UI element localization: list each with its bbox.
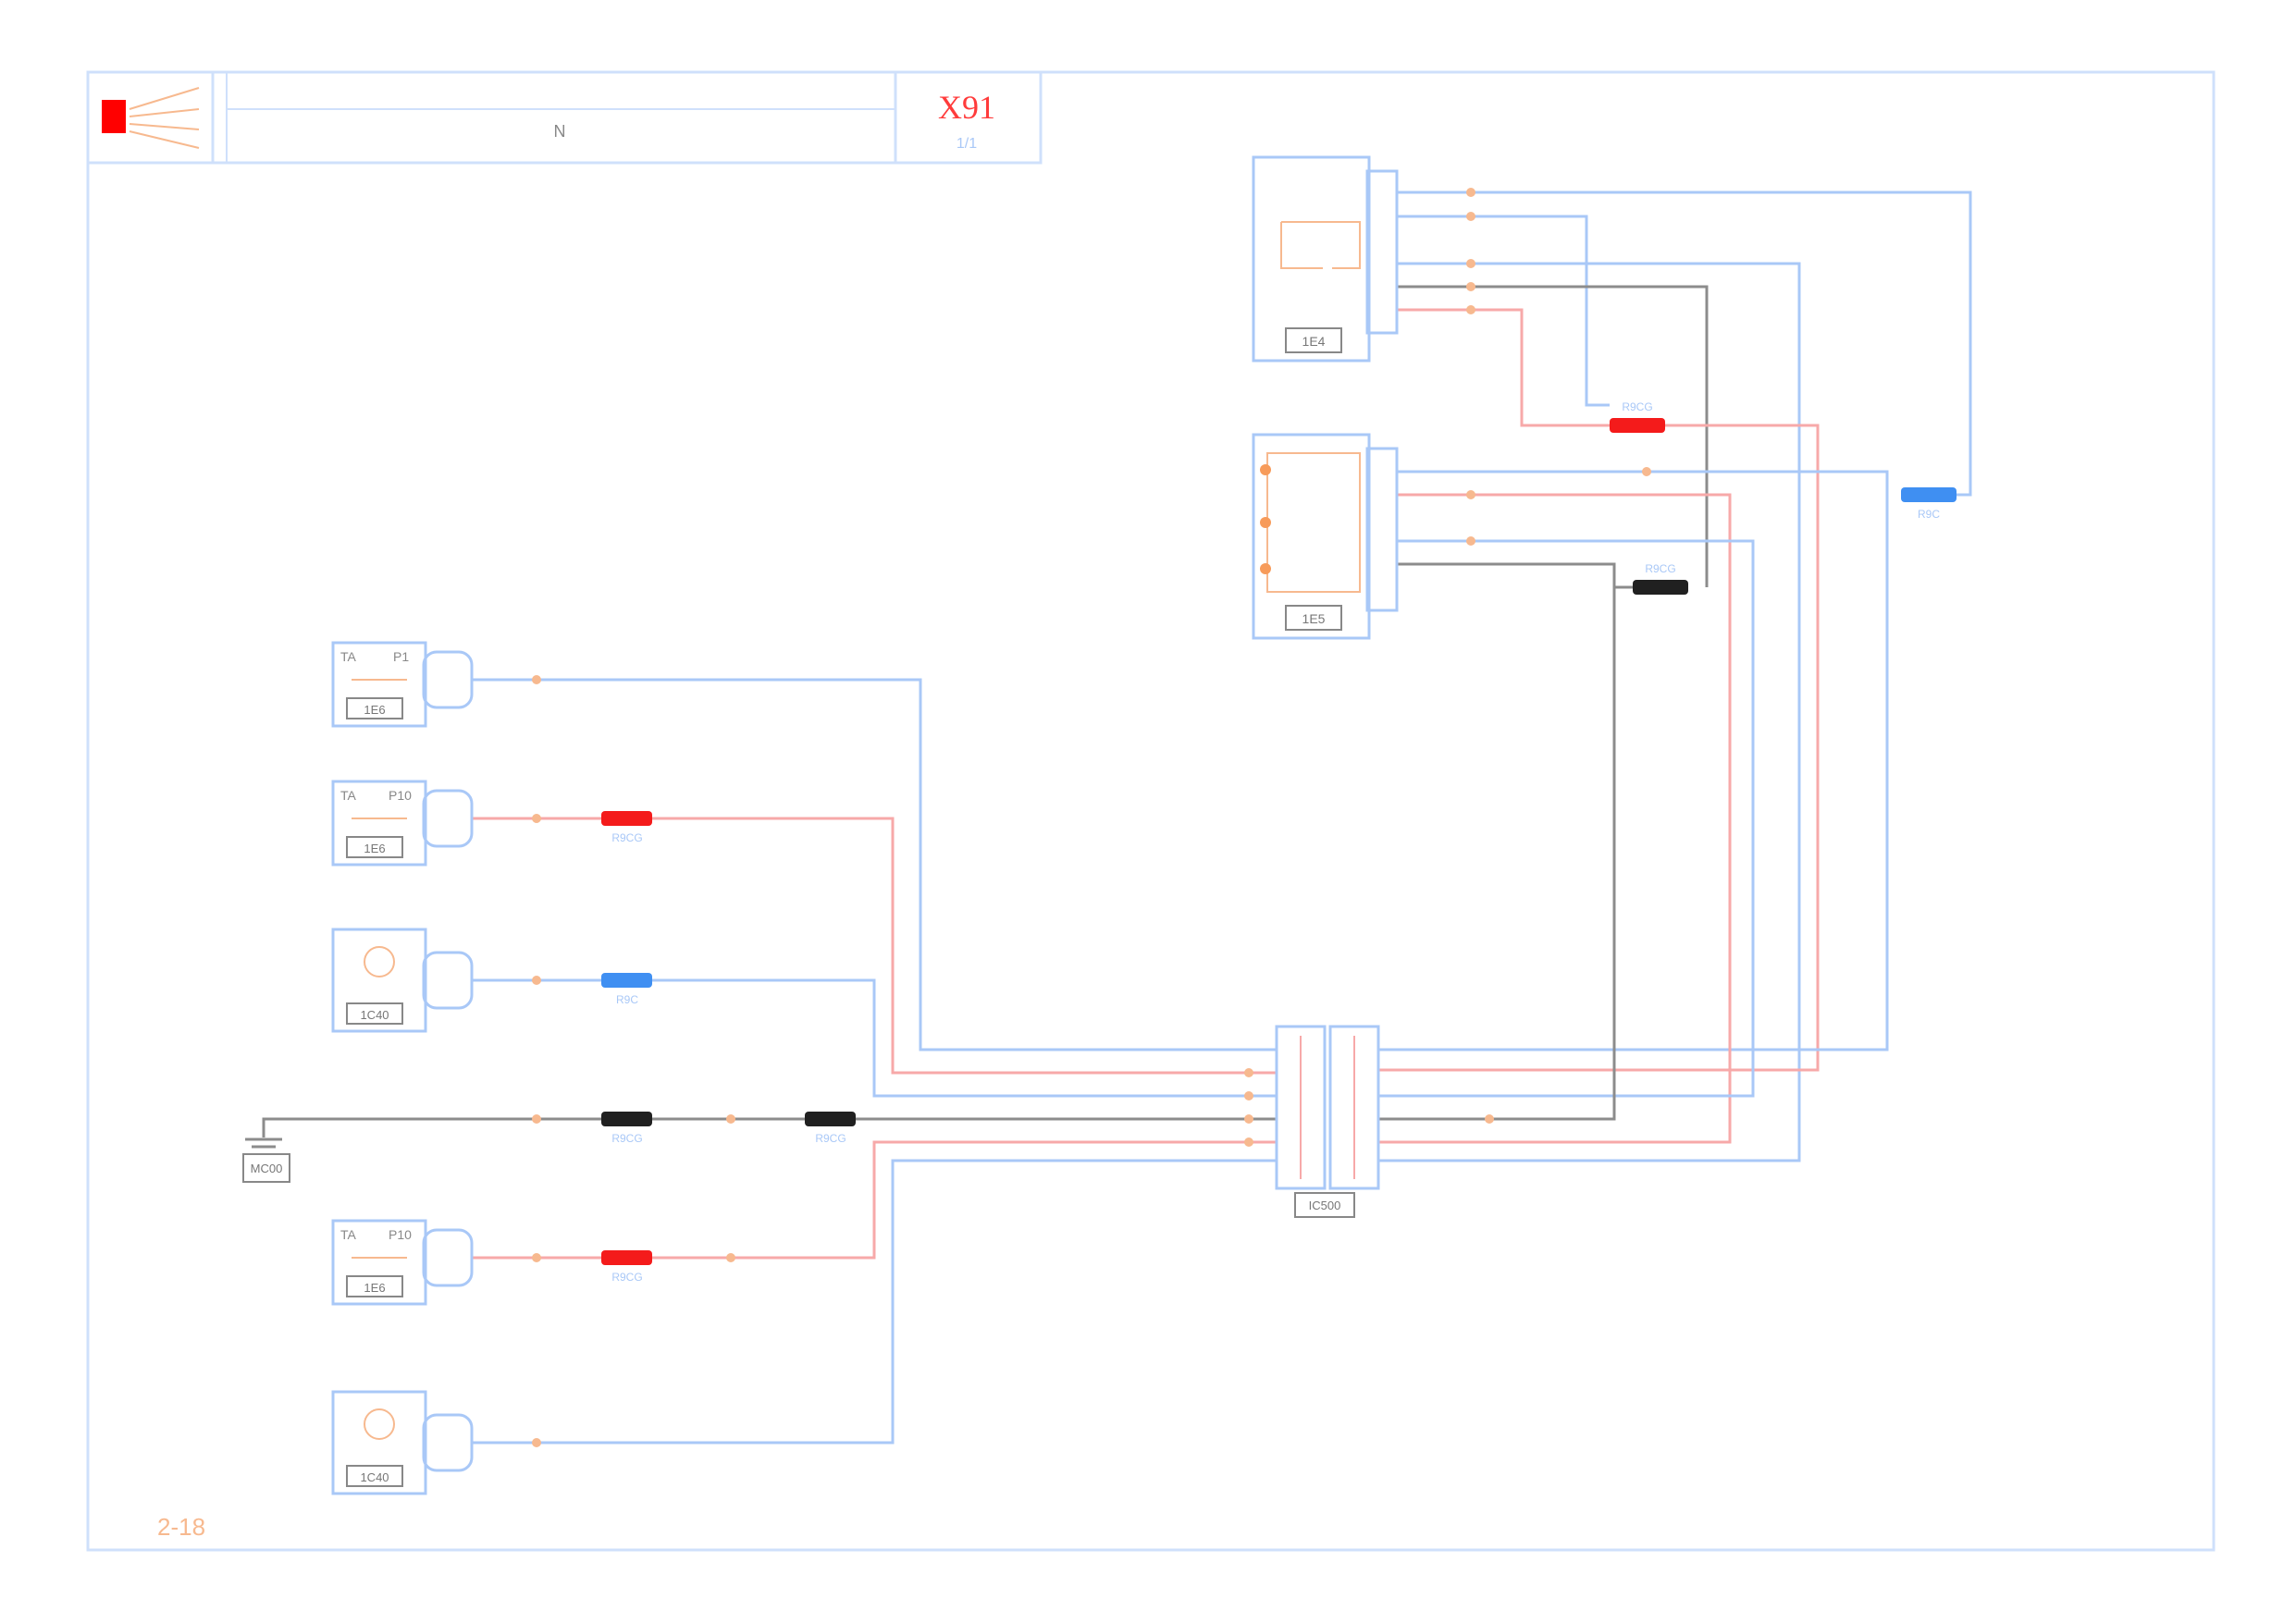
wire [1378,493,1732,1144]
sheet-sub: 1/1 [957,136,977,152]
wire [472,678,1277,1051]
connector-blue-right[interactable]: R9C [1901,487,1957,521]
pin-markers [532,188,1651,1447]
brand-logo [102,87,200,149]
connector-black-left-2[interactable]: R9CG [805,1112,856,1145]
wire [1397,562,1642,589]
wire [1397,308,1610,427]
wire [652,1140,1277,1260]
switch-p10-a[interactable]: TA P10 1E6 [331,780,474,867]
component-code: 1E6 [364,703,385,717]
connector-label: R9CG [611,1271,642,1284]
sheet-code: X91 [938,89,995,126]
sensor-c40-a[interactable]: 1C40 [331,928,474,1033]
page-frame [86,70,2216,1552]
sensor-c40-b[interactable]: 1C40 [331,1390,474,1495]
connector-label: R9CG [815,1132,846,1145]
wire [1378,585,1642,1121]
connector-blocks: R9CG R9C R9CG R9CG R9C R9CG R9CG R9CG [601,400,1957,1284]
switch-tag-a: TA [340,1227,357,1242]
switch-p10-b[interactable]: TA P10 1E6 [331,1219,474,1306]
connector-black-upper[interactable]: R9CG [1633,562,1688,595]
wire [1397,191,1972,497]
component-code: 1C40 [360,1470,389,1484]
switch-tag-b: P1 [393,649,409,664]
component-code: 1E6 [364,1281,385,1295]
connector-label: R9C [1918,508,1940,521]
switch-tag-b: P10 [389,1227,412,1242]
wire [1397,285,1709,587]
title-text: N [554,122,566,141]
connector-label: R9CG [611,1132,642,1145]
wire [1378,262,1801,1162]
wire [1378,539,1755,1098]
component-code: IC500 [1309,1199,1341,1212]
component-code: 1E6 [364,842,385,855]
connector-red-upper[interactable]: R9CG [1610,400,1665,433]
switch-p1[interactable]: TA P1 1E6 [331,641,474,728]
ground-symbol[interactable]: MC00 [242,1137,290,1183]
connector-label: R9CG [1645,562,1675,575]
title-block: N X91 1/1 [86,70,1043,165]
wire [1378,424,1820,1072]
connector-black-left-1[interactable]: R9CG [601,1112,652,1145]
switch-tag-b: P10 [389,788,412,803]
component-code: 1C40 [360,1008,389,1022]
wire [262,1117,601,1137]
connector-label: R9CG [611,831,642,844]
module-1e4[interactable]: 1E4 [1252,155,1399,363]
switch-tag-a: TA [340,788,357,803]
component-code: MC00 [251,1162,283,1175]
wire [1397,215,1610,407]
wire [652,817,1277,1075]
wire [1378,470,1889,1051]
connector-red-left-1[interactable]: R9CG [601,811,652,844]
wire [472,1159,1277,1445]
connector-blue-left[interactable]: R9C [601,973,652,1006]
wires [262,191,1972,1445]
switch-tag-a: TA [340,649,357,664]
connector-label: R9C [616,993,638,1006]
wire [652,978,1277,1098]
connector-label: R9CG [1622,400,1652,413]
center-inline-connector[interactable]: IC500 [1275,1025,1380,1218]
connector-red-left-2[interactable]: R9CG [601,1250,652,1284]
page-ref: 2-18 [157,1513,205,1541]
module-1e5[interactable]: 1E5 [1252,433,1399,640]
component-code: 1E4 [1302,334,1326,349]
component-code: 1E5 [1302,611,1326,626]
